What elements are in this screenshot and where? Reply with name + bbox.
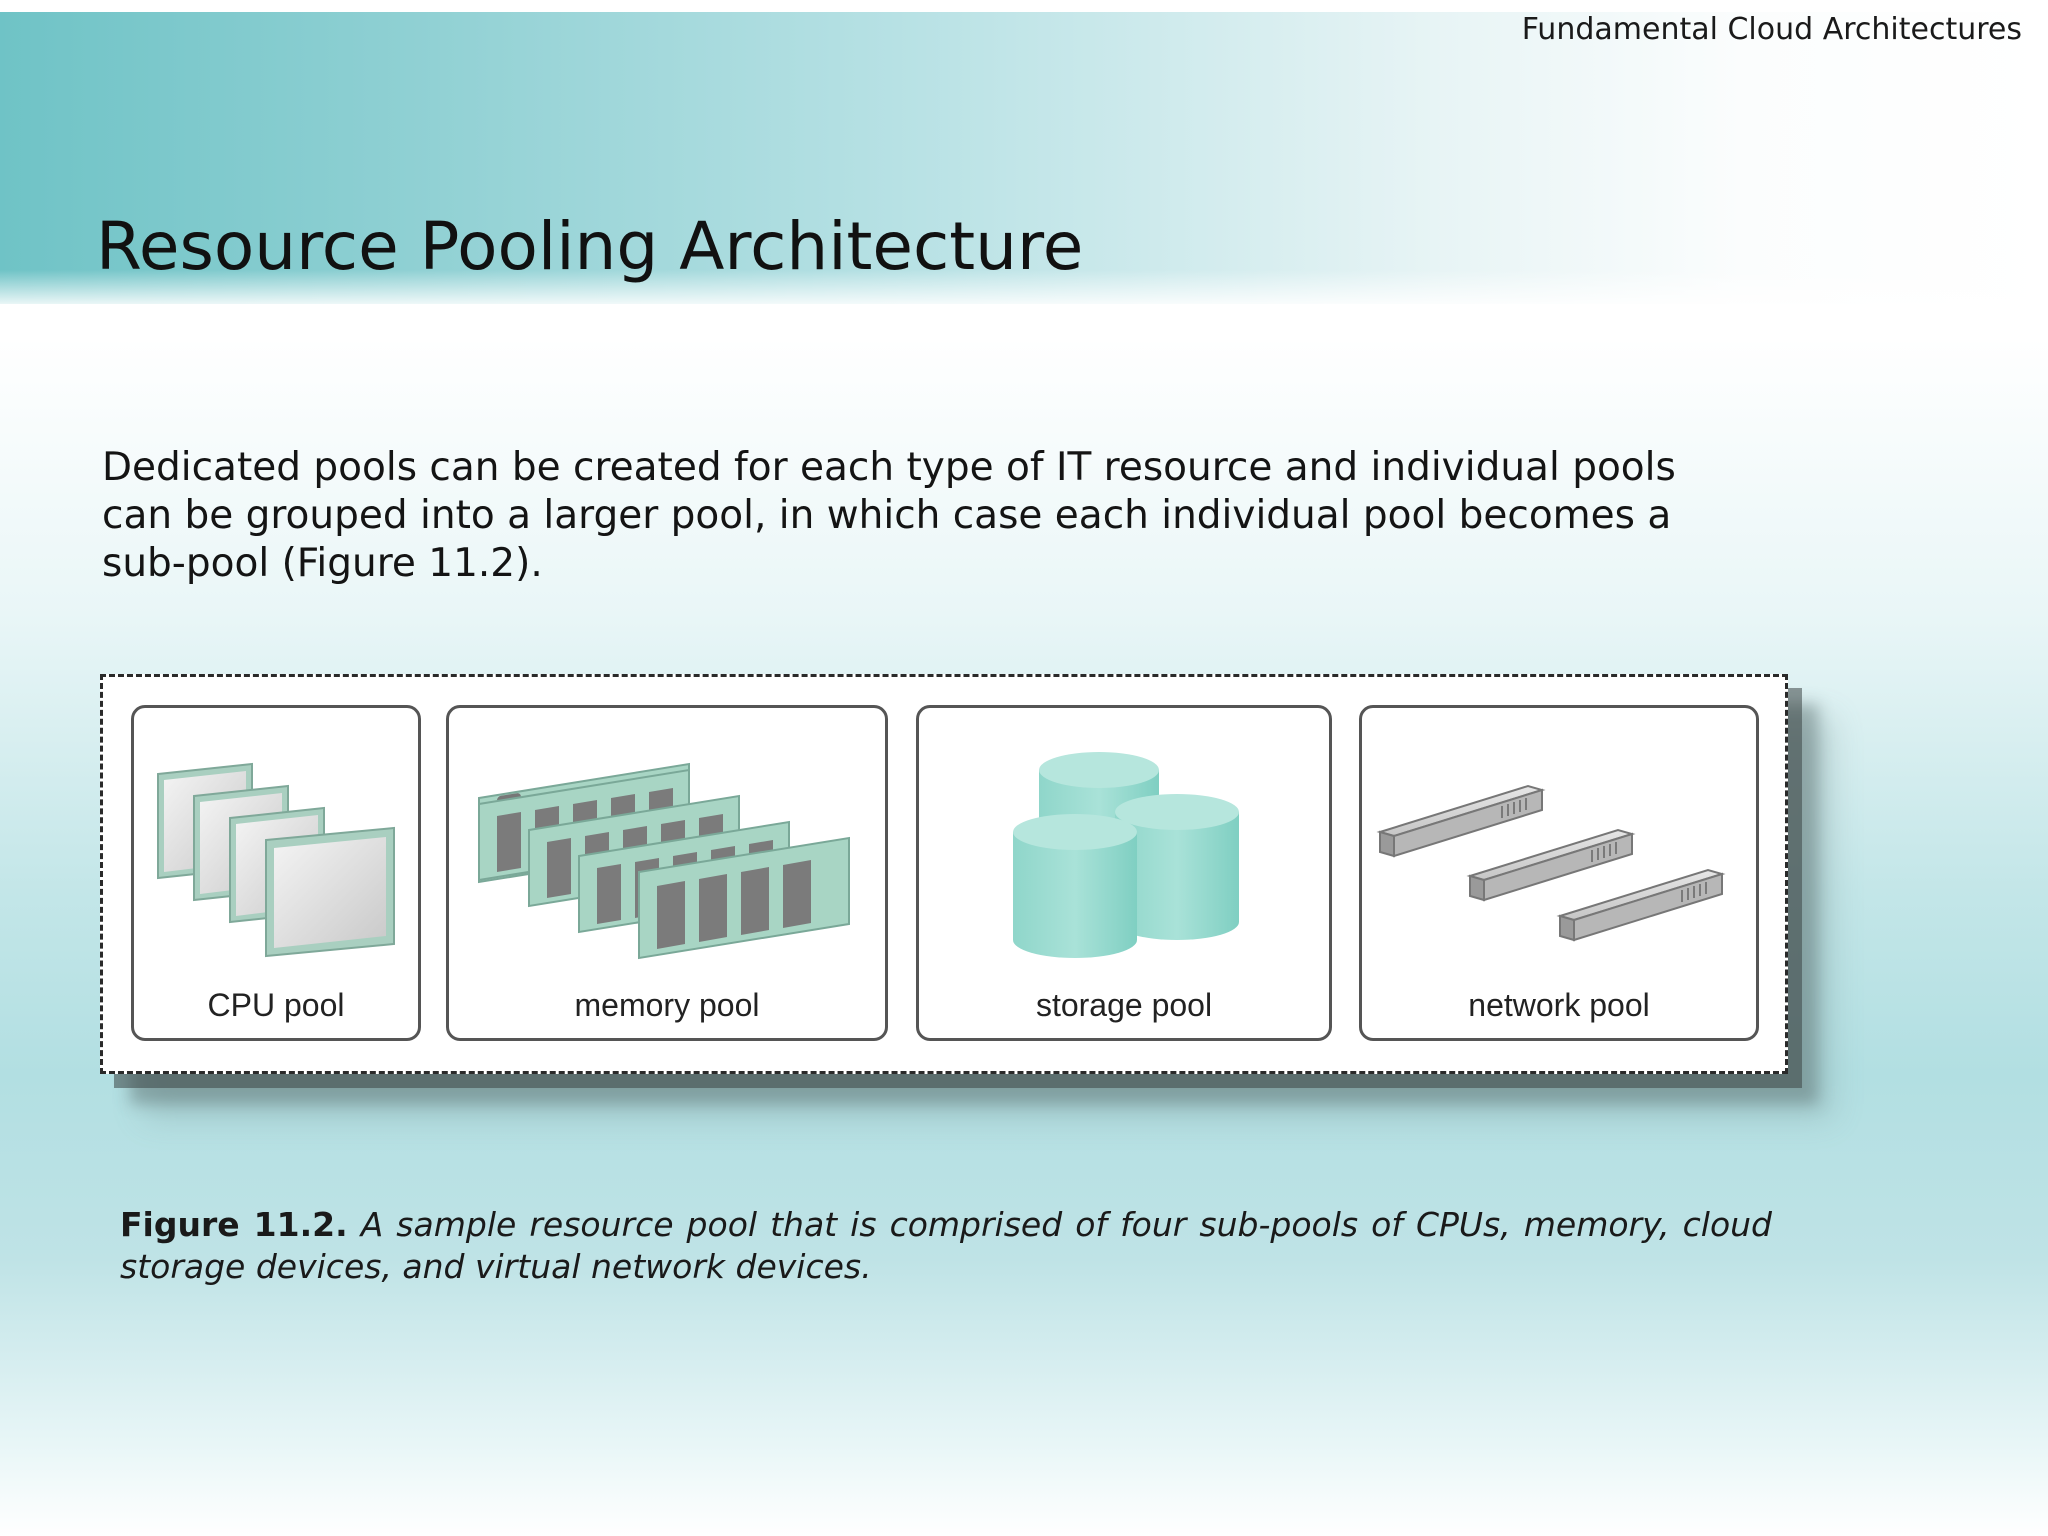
slide-title: Resource Pooling Architecture xyxy=(96,208,1084,285)
caption-label: Figure 11.2. xyxy=(120,1205,348,1244)
caption-text: A sample resource pool that is comprised… xyxy=(120,1205,1772,1286)
network-device-icon xyxy=(1376,784,1726,942)
resource-pool-figure: CPU pool xyxy=(100,674,1788,1074)
figure-caption: Figure 11.2. A sample resource pool that… xyxy=(120,1204,1772,1288)
cpu-pool-label: CPU pool xyxy=(207,987,345,1023)
storage-pool-box: storage pool xyxy=(916,705,1332,1041)
cpu-chip-icon xyxy=(157,762,395,958)
storage-pool-label: storage pool xyxy=(1035,987,1213,1023)
body-paragraph: Dedicated pools can be created for each … xyxy=(102,445,1676,586)
storage-cylinder-icon xyxy=(1013,752,1239,958)
course-title: Fundamental Cloud Architectures xyxy=(1521,12,2022,47)
header-fade xyxy=(0,270,2048,310)
network-pool-box: network pool xyxy=(1359,705,1759,1041)
memory-pool-label: memory pool xyxy=(574,987,760,1023)
header-band xyxy=(0,12,2048,304)
cpu-pool-box: CPU pool xyxy=(131,705,421,1041)
network-pool-label: network pool xyxy=(1468,987,1650,1023)
memory-pool-box: memory pool xyxy=(446,705,888,1041)
memory-module-icon xyxy=(478,762,850,960)
top-border xyxy=(0,0,2048,12)
